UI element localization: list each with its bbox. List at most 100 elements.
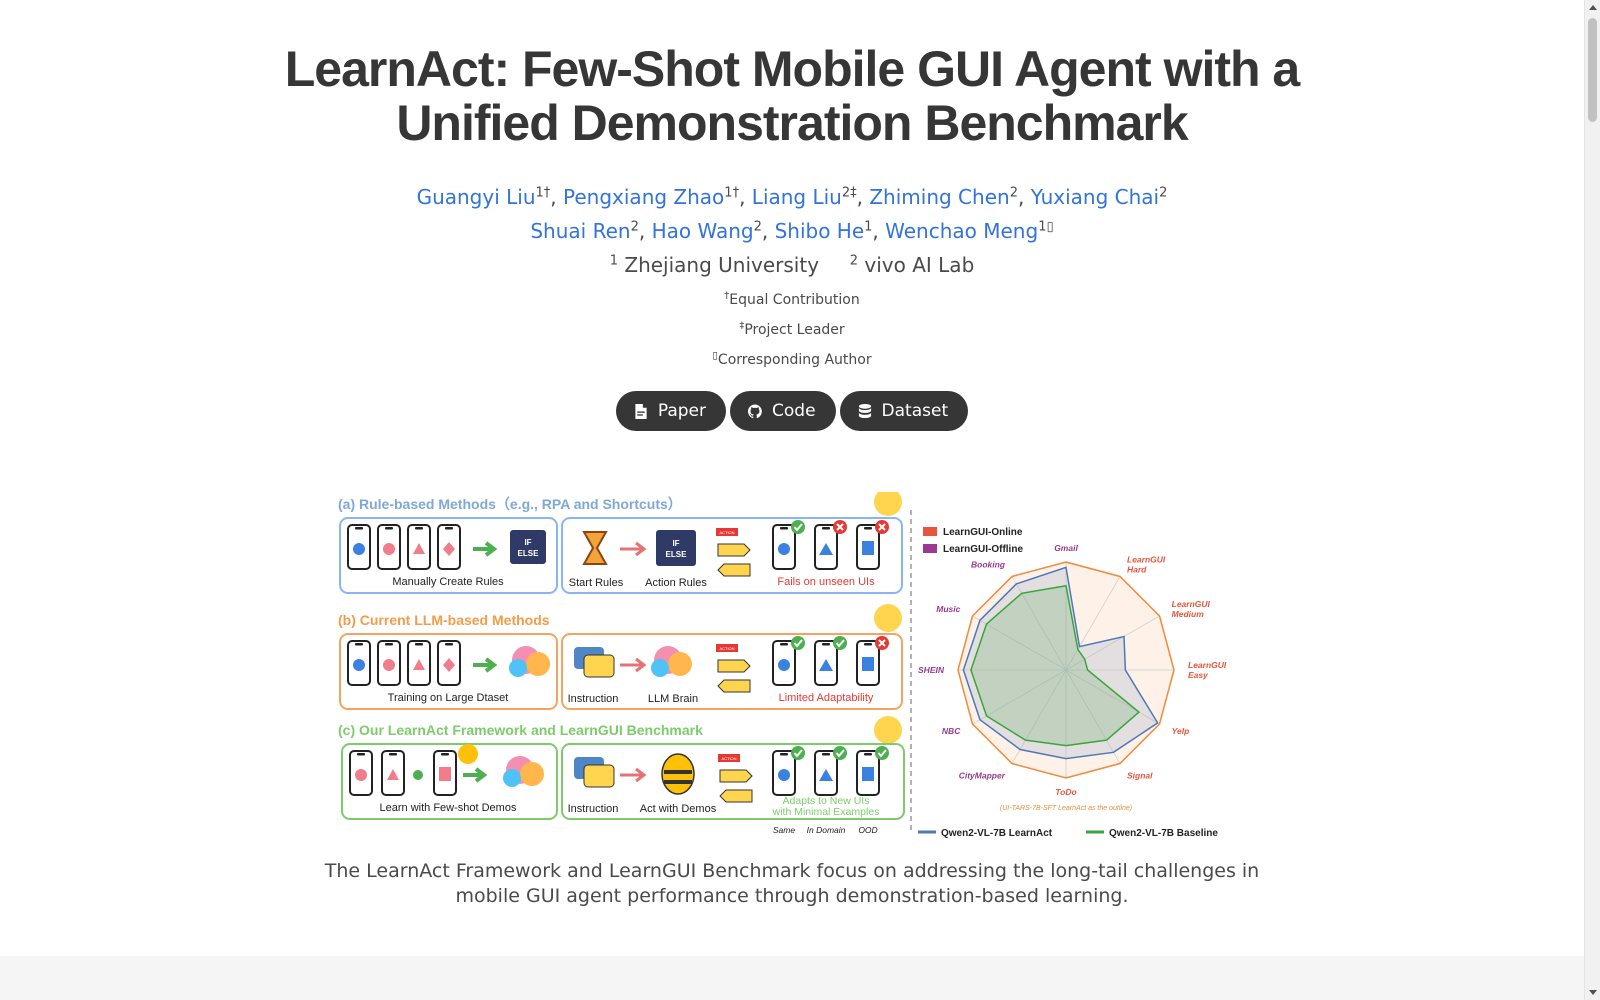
author-mark: 2	[753, 219, 762, 235]
teaser-figure: (a) Rule-based Methods（e.g., RPA and Sho…	[338, 492, 1227, 839]
author-link[interactable]: Liang Liu	[751, 185, 842, 209]
radar-spoke	[972, 615, 1067, 671]
radar-outline	[957, 561, 1175, 779]
author-mark: 2	[1009, 185, 1018, 201]
paper-button-label: Paper	[657, 401, 707, 421]
if-label: IF	[672, 539, 679, 548]
panel-b-title: (b) Current LLM-based Methods	[338, 612, 550, 628]
radar-spoke	[1065, 576, 1121, 671]
else-label: ELSE	[666, 550, 688, 559]
legend-offline: LearnGUI-Offline	[943, 544, 1023, 555]
author-link[interactable]: Guangyi Liu	[416, 185, 536, 209]
panel-c-left-caption: Learn with Few-shot Demos	[380, 802, 517, 814]
author-mark: 1▯	[1038, 219, 1054, 235]
radar-axis-label: SHEIN	[918, 665, 945, 675]
action-tag: ACTION	[721, 756, 736, 761]
act-with-demos-label: Act with Demos	[640, 803, 717, 815]
note-corresponding-author: ▯Corresponding Author	[712, 350, 872, 368]
panel-a-fail-label: Fails on unseen UIs	[777, 576, 875, 588]
author-link[interactable]: Shuai Ren	[530, 219, 631, 243]
sad-face-icon	[874, 492, 902, 516]
affiliation-number: 1	[609, 253, 619, 269]
scroll-down-arrow-icon[interactable]	[1589, 990, 1597, 995]
scroll-up-arrow-icon[interactable]	[1589, 5, 1597, 10]
affiliation-name: vivo AI Lab	[864, 253, 975, 277]
radar-spoke	[1011, 576, 1067, 671]
instruction-label: Instruction	[568, 803, 619, 815]
affiliation-number: 2	[849, 253, 859, 269]
dataset-button-label: Dataset	[881, 401, 949, 421]
author-mark: 2	[630, 219, 639, 235]
radar-axis-label: Booking	[971, 559, 1006, 569]
legend-online: LearnGUI-Online	[943, 527, 1023, 538]
note-equal-contribution: †Equal Contribution	[724, 290, 860, 308]
author-link[interactable]: Wenchao Meng	[885, 219, 1039, 243]
next-section-band	[0, 956, 1584, 1000]
paper-button[interactable]: Paper	[615, 391, 727, 431]
authors-row-2: Shuai Ren2, Hao Wang2, Shibo He1, Wencha…	[530, 219, 1054, 243]
adapts-label: with Minimal Examples	[772, 806, 880, 818]
radar-axis-label: Gmail	[1054, 543, 1078, 553]
radar-note: (UI-TARS-7B-SFT LearnAct as the outline)	[1000, 805, 1132, 812]
legend-baseline: Qwen2-VL-7B Baseline	[1109, 828, 1218, 839]
panel-a-left-caption: Manually Create Rules	[392, 576, 504, 588]
start-rules-label: Start Rules	[569, 577, 624, 589]
author-mark: 2‡	[841, 185, 857, 201]
bee-icon	[458, 744, 478, 764]
github-icon	[748, 404, 762, 418]
radar-series-learnact	[962, 566, 1159, 760]
action-tag: ACTION	[719, 530, 734, 535]
else-label: ELSE	[518, 549, 540, 558]
author-link[interactable]: Pengxiang Zhao	[563, 185, 725, 209]
scroll-thumb[interactable]	[1588, 18, 1597, 122]
radar-series-baseline	[970, 584, 1141, 747]
radar-axis-label: Signal	[1127, 771, 1153, 781]
hourglass-icon	[582, 531, 608, 565]
radar-axis-label: CityMapper	[959, 771, 1006, 781]
code-button-label: Code	[772, 401, 816, 421]
file-pdf-icon	[635, 403, 647, 419]
authors-row-1: Guangyi Liu1†, Pengxiang Zhao1†, Liang L…	[416, 185, 1168, 209]
dataset-button[interactable]: Dataset	[839, 391, 969, 431]
radar-spoke	[1065, 669, 1160, 725]
sad-face-icon	[874, 604, 902, 632]
author-link[interactable]: Yuxiang Chai	[1030, 185, 1160, 209]
instruction-label: Instruction	[568, 693, 619, 705]
radar-spoke	[1065, 615, 1160, 671]
in-domain-label: In Domain	[807, 825, 846, 835]
panel-b-left-caption: Training on Large Dtaset	[388, 692, 509, 704]
link-buttons: Paper Code Dataset	[0, 391, 1584, 431]
author-link[interactable]: Zhiming Chen	[869, 185, 1010, 209]
note-project-leader: ‡Project Leader	[739, 320, 845, 338]
radar-axis-label: ToDo	[1055, 787, 1076, 797]
radar-spoke	[1065, 669, 1121, 764]
caption-line-2: mobile GUI agent performance through dem…	[455, 885, 1129, 907]
if-label: IF	[524, 538, 531, 547]
vertical-scrollbar[interactable]	[1584, 0, 1600, 1000]
title-line-1: LearnAct: Few-Shot Mobile GUI Agent with…	[284, 41, 1301, 97]
page-title: LearnAct: Few-Shot Mobile GUI Agent with…	[0, 42, 1584, 150]
affiliation-name: Zhejiang University	[624, 253, 820, 277]
author-mark: 1	[864, 219, 873, 235]
author-link[interactable]: Hao Wang	[651, 219, 754, 243]
database-icon	[858, 403, 871, 418]
radar-axis-label: NBC	[942, 726, 961, 736]
author-mark: 1†	[724, 185, 740, 201]
same-label: Same	[773, 825, 795, 835]
author-link[interactable]: Shibo He	[774, 219, 865, 243]
legend-swatch-online	[923, 527, 937, 536]
author-mark: 2	[1159, 185, 1168, 201]
title-line-2: Unified Demonstration Benchmark	[396, 95, 1188, 151]
star-eyes-face-icon	[874, 716, 902, 744]
affiliations: 1 Zhejiang University 2 vivo AI Lab	[0, 251, 1584, 279]
radar-spoke	[1011, 669, 1067, 764]
code-button[interactable]: Code	[730, 391, 836, 431]
llm-brain-label: LLM Brain	[648, 693, 698, 705]
radar-axis-label: Music	[936, 604, 960, 614]
ood-label: OOD	[858, 825, 877, 835]
figure-caption: The LearnAct Framework and LearnGUI Benc…	[0, 859, 1584, 909]
radar-axis-label: Yelp	[1172, 726, 1190, 736]
